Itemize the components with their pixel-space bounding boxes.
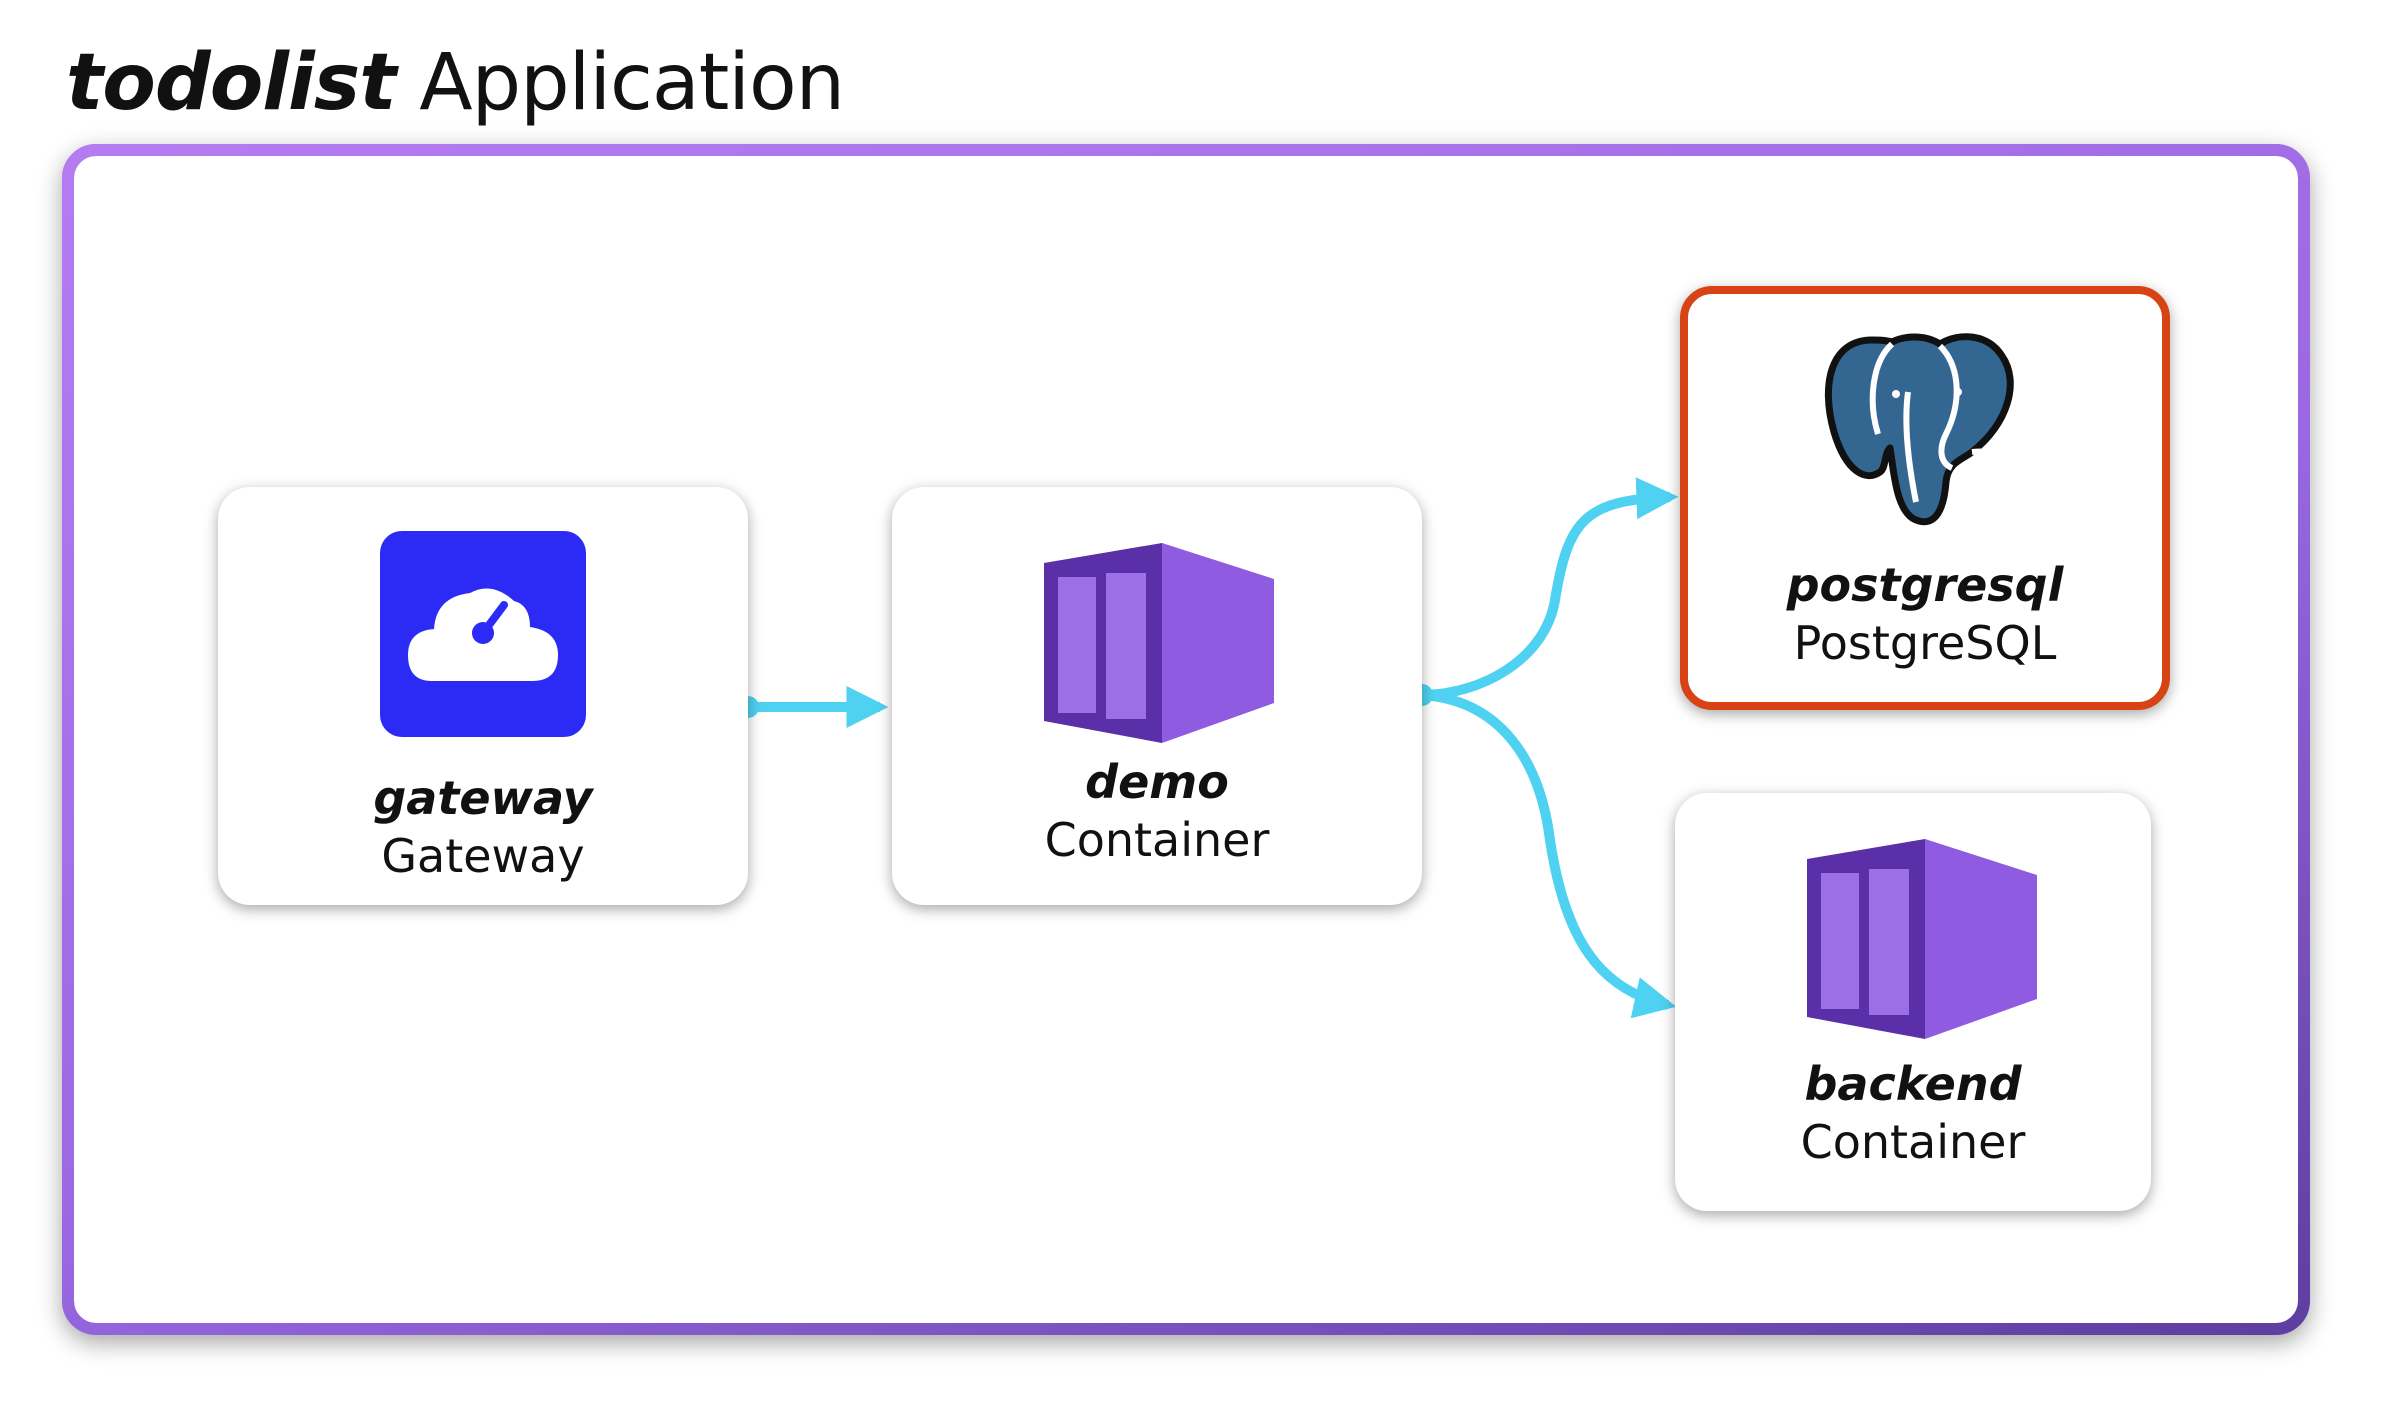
- backend-name: backend: [1804, 1057, 2022, 1111]
- demo-label: demo Container: [892, 753, 1422, 869]
- postgresql-label: postgresql PostgreSQL: [1688, 556, 2162, 672]
- gateway-label: gateway Gateway: [218, 769, 748, 885]
- demo-name: demo: [1085, 755, 1229, 809]
- page-title: todolist Application: [66, 28, 845, 138]
- postgresql-kind: PostgreSQL: [1793, 616, 2057, 670]
- container-icon: [1807, 839, 2037, 1043]
- node-demo[interactable]: demo Container: [892, 487, 1422, 905]
- container-icon: [1044, 543, 1274, 747]
- postgresql-name: postgresql: [1786, 558, 2064, 612]
- app-kind-label: Application: [419, 38, 845, 128]
- node-backend[interactable]: backend Container: [1675, 793, 2151, 1211]
- cloud-gauge-icon: [380, 531, 586, 741]
- gateway-kind: Gateway: [381, 829, 585, 883]
- demo-kind: Container: [1044, 813, 1270, 867]
- postgresql-elephant-icon: [1812, 322, 2022, 536]
- gateway-name: gateway: [373, 771, 593, 825]
- app-name: todolist: [66, 38, 396, 128]
- node-gateway[interactable]: gateway Gateway: [218, 487, 748, 905]
- backend-label: backend Container: [1675, 1055, 2151, 1171]
- backend-kind: Container: [1800, 1115, 2026, 1169]
- node-postgresql[interactable]: postgresql PostgreSQL: [1680, 286, 2170, 710]
